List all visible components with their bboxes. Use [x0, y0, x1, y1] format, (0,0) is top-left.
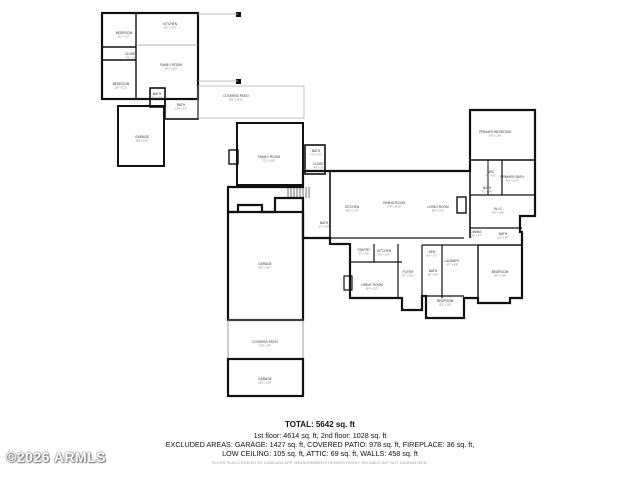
room-dimensions: 4'9" x 3'6" [314, 167, 325, 170]
family-room-walls [236, 122, 304, 186]
floor-areas: 1st floor: 4614 sq. ft, 2nd floor: 1028 … [253, 431, 387, 440]
room-label: KITCHEN [345, 205, 360, 209]
excluded-areas: EXCLUDED AREAS: GARAGE: 1427 sq. ft, COV… [165, 440, 475, 449]
room-dimensions: 5'2" x 5'9" [359, 253, 370, 256]
room-dimensions: 15'6" x 9'7" [470, 235, 482, 238]
room-dimensions: 4'9" x 3'3" [126, 57, 137, 60]
room-dimensions: 13'9" x 12'3" [505, 180, 518, 183]
room-label: DINING [470, 230, 482, 234]
room-dimensions: 5'1" x 8'8" [482, 191, 493, 194]
room-dimensions: 18'1" x 12'9" [163, 27, 176, 30]
room-dimensions: 10'4" x 12'3" [365, 288, 378, 291]
room-dimensions: 11'8" x 12'1" [115, 87, 128, 90]
total-area: TOTAL: 5642 sq. ft [285, 420, 355, 429]
room-dimensions: 17'9" x 19'8" [488, 135, 501, 138]
room-dimensions: 6'2" x 5'8" [319, 226, 330, 229]
room-dimensions: 40'5" x 26'1" [258, 267, 271, 270]
room-dimensions: 11'3" x 5'9" [497, 237, 509, 240]
walls [100, 11, 537, 398]
room-label: BEDROOM [492, 270, 509, 274]
room-label: BATH [429, 269, 438, 273]
room-label: PRIMARY BATH [500, 175, 524, 179]
room-dimensions: 14'0" x 10'8" [491, 212, 504, 215]
room-dimensions: 13'5" x 11'8" [439, 304, 452, 307]
room-label: GARAGE [258, 262, 272, 266]
main-body-outline [226, 108, 537, 320]
patio-post [236, 79, 241, 84]
room-label: WIC [488, 170, 495, 174]
fireplace [456, 196, 467, 214]
room-label: FAMILY ROOM [160, 63, 182, 67]
room-label: GARAGE [258, 377, 272, 381]
room-label: BATH [312, 149, 321, 153]
room-dimensions: 20'6" x 13'8" [258, 382, 271, 385]
excluded-areas-continued: LOW CEILING: 105 sq. ft, ATTIC: 69 sq. f… [222, 449, 418, 458]
room-label: COVERED PATIO [223, 94, 249, 98]
room-dimensions: 17'4" x 14'10" [387, 206, 402, 209]
disclaimer: FLOOR PLAN CREATED BY CUBICASA APP. MEAS… [212, 461, 428, 465]
room-label: GARAGE [135, 135, 149, 139]
upper-garage [117, 105, 165, 167]
room-dimensions: 13'6" x 14'8" [493, 275, 506, 278]
room-dimensions: 13'8" x 21'4" [135, 140, 148, 143]
room-dimensions: 12'3" x 10'7" [117, 36, 130, 39]
room-dimensions: 9'1" x 5'3" [152, 97, 163, 100]
room-label: BEDROOM [116, 31, 133, 35]
room-dimensions: 19'4" x 21'2" [431, 210, 444, 213]
room-label: FAMILY ROOM [258, 155, 280, 159]
entry-bay [343, 275, 353, 291]
room-dimensions: 49'2" x 15'11" [229, 99, 243, 102]
room-dimensions: 10'8" x 6'3" [175, 108, 187, 111]
room-label: DINING ROOM [383, 201, 405, 205]
room-label: PRIMARY BEDROOM [479, 130, 511, 134]
stairs [287, 187, 310, 198]
room-dimensions: 8'0" x 9'4" [428, 274, 439, 277]
room-label: FOYER [403, 270, 415, 274]
room-dimensions: 22'1" x 16'8" [262, 160, 275, 163]
room-label: BATH [153, 92, 162, 96]
room-dimensions: 9'7" x 8'1" [486, 175, 497, 178]
room-label: BATH [499, 232, 508, 236]
watermark: ©2026 ARMLS [6, 449, 107, 465]
room-label: W.I.C [494, 207, 502, 211]
room-label: KITCHEN [377, 249, 392, 253]
room-label: BEDROOM [437, 299, 454, 303]
room-dimensions: 12'7" x 9'11" [402, 275, 415, 278]
room-dimensions: 9'2" x 7'3" [427, 255, 438, 258]
fireplace [228, 149, 239, 165]
room-label: GREAT ROOM [361, 283, 383, 287]
room-label: BATH [320, 221, 329, 225]
lower-garage [226, 357, 305, 398]
room-label: LAUNDRY [444, 259, 460, 263]
room-dimensions: 18'6" x 15'3" [164, 68, 177, 71]
room-label: COVERED PATIO [252, 340, 278, 344]
room-dimensions: 14'4" x 17'5" [345, 210, 358, 213]
room-label: BATH [483, 186, 492, 190]
room-dimensions: 20'9" x 9'4" [259, 345, 271, 348]
small-bath [304, 144, 326, 175]
patio-post [236, 12, 241, 17]
room-label: DEN [429, 250, 436, 254]
room-label: BEDROOM [113, 82, 130, 86]
room-label: CLOSET [125, 52, 138, 56]
room-label: CLOSET [313, 162, 326, 166]
room-dimensions: 7'8" x 5'0" [311, 154, 322, 157]
room-dimensions: 10'7" x 8'8" [446, 264, 458, 267]
room-dimensions: 11'9" x 10'1" [378, 254, 391, 257]
room-label: KITCHEN [163, 22, 178, 26]
room-label: PANTRY [358, 248, 372, 252]
upper-covered-patio [197, 85, 305, 119]
room-label: LIVING ROOM [427, 205, 449, 209]
room-label: BATH [177, 103, 186, 107]
